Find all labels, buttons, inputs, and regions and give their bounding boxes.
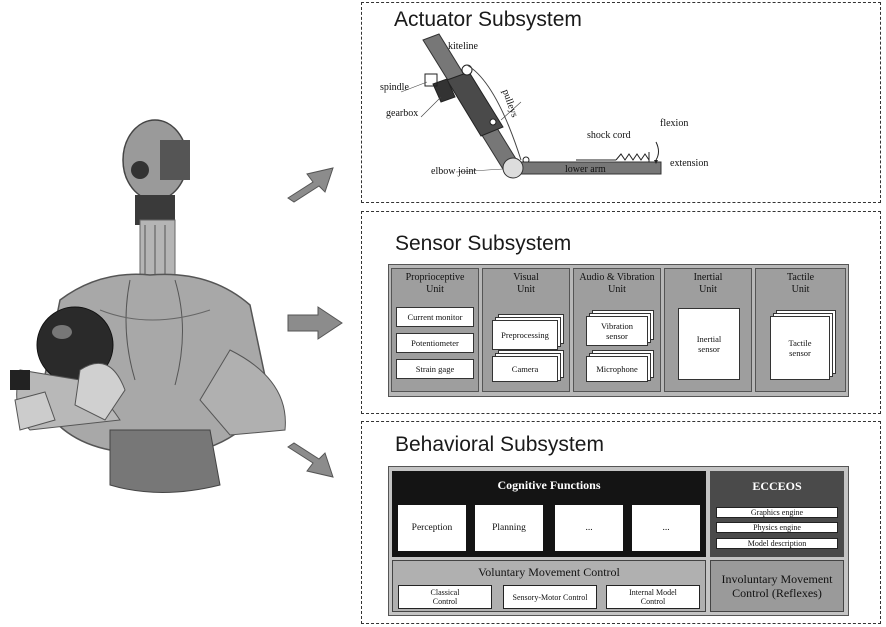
label-elbow-joint: elbow joint [431,166,477,177]
sensor-current-monitor: Current monitor [396,307,474,327]
sensor-inertial: Inertial sensor [678,308,740,380]
cog-perception: Perception [398,505,466,551]
vol-classical-control: Classical Control [398,585,492,609]
cog-planning: Planning [475,505,543,551]
unit-title: Inertial Unit [693,272,723,295]
elbow-diagram [400,33,662,179]
arrow-to-behavioral [287,442,334,478]
unit-title: Proprioceptive Unit [405,272,465,295]
sensor-potentiometer: Potentiometer [396,333,474,353]
label-extension: extension [670,158,709,169]
sensor-vibration: Vibration sensor [586,316,648,346]
sensor-tactile: Tactile sensor [770,316,830,380]
cognitive-functions-header: Cognitive Functions [392,471,706,499]
cog-ellipsis-2: ... [632,505,700,551]
voluntary-movement-title: Voluntary Movement Control [478,565,620,579]
robot-photo [10,119,286,493]
ecceos-title: ECCEOS [752,479,802,493]
cog-ellipsis-1: ... [555,505,623,551]
involuntary-movement-block: Involuntary Movement Control (Reflexes) [710,560,844,612]
label-lower-arm: lower arm [565,164,606,175]
sensor-title: Sensor Subsystem [395,232,572,255]
label-spindle: spindle [380,82,409,93]
unit-title: Audio & Vibration Unit [579,272,655,295]
actuator-title: Actuator Subsystem [394,8,582,31]
vol-internal-model-control: Internal Model Control [606,585,700,609]
sensor-microphone: Microphone [586,356,648,382]
label-gearbox: gearbox [386,108,419,119]
sensor-strain-gage: Strain gage [396,359,474,379]
ecceos-model-description: Model description [716,538,838,549]
ecceos-physics-engine: Physics engine [716,522,838,533]
arrow-to-sensor [287,306,343,340]
arrow-to-actuator [287,167,334,203]
unit-title: Visual Unit [513,272,539,295]
label-flexion: flexion [660,118,689,129]
label-kiteline: kiteline [448,41,478,52]
behavioral-title: Behavioral Subsystem [395,433,604,456]
sensor-preprocessing: Preprocessing [492,320,558,350]
vol-sensory-motor-control: Sensory-Motor Control [503,585,597,609]
ecceos-graphics-engine: Graphics engine [716,507,838,518]
label-shock-cord: shock cord [587,130,631,141]
sensor-camera: Camera [492,356,558,382]
unit-title: Tactile Unit [786,272,815,295]
